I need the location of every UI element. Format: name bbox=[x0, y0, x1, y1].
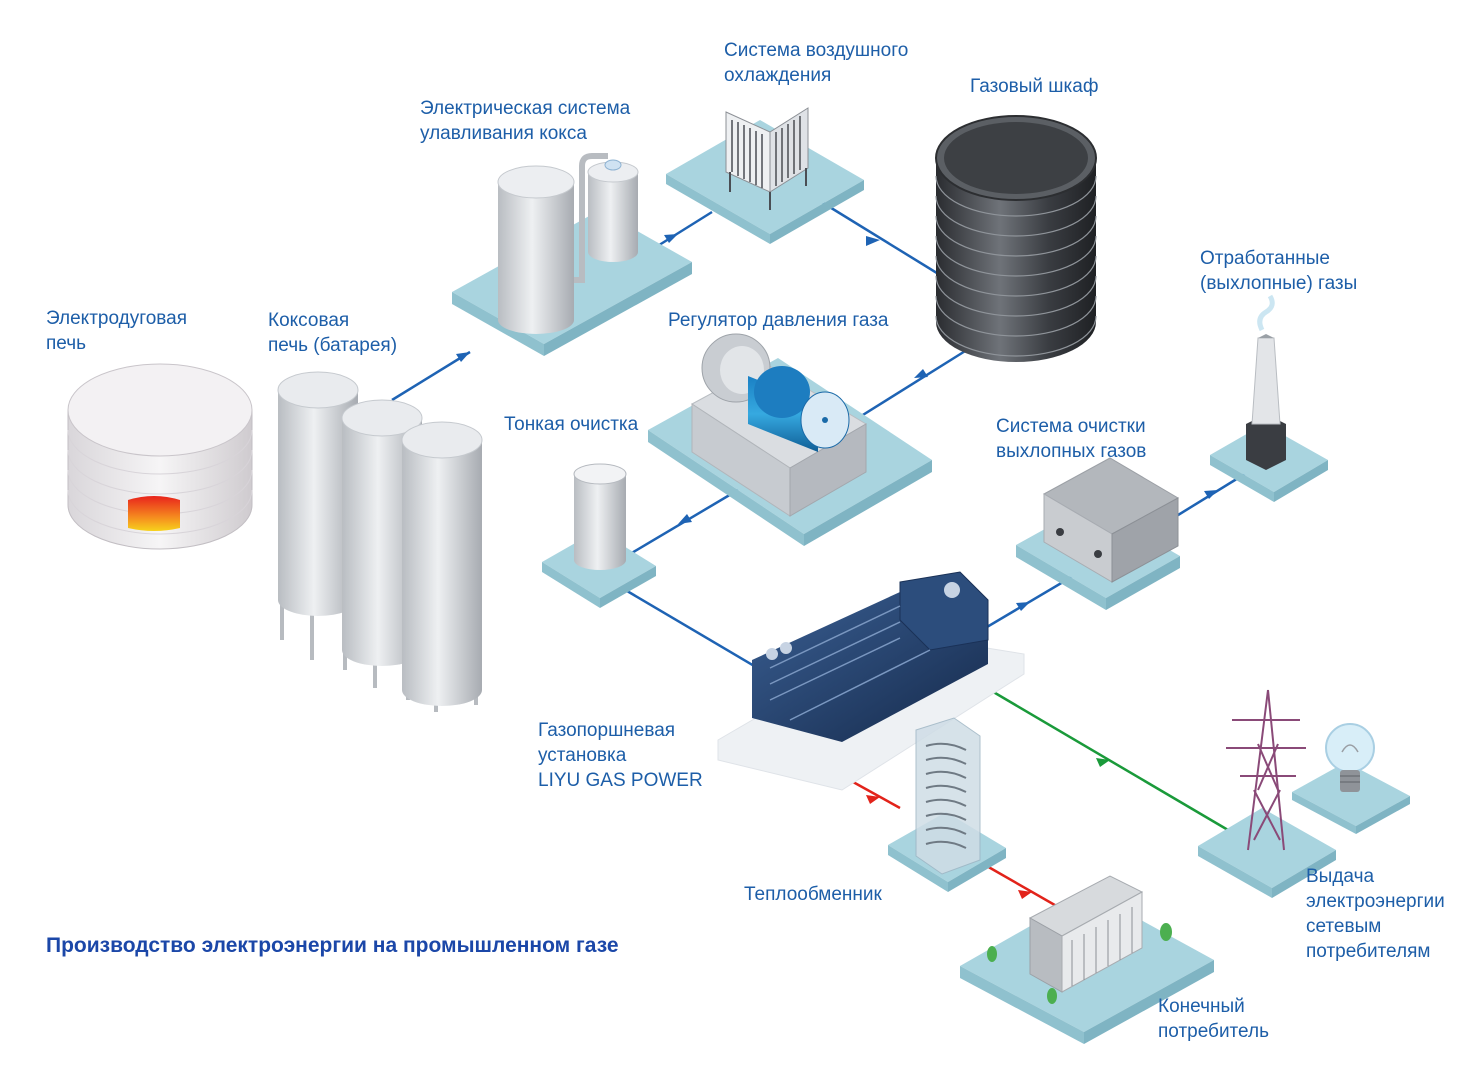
label-air-cooling: Система воздушного охлаждения bbox=[724, 38, 908, 88]
label-line: охлаждения bbox=[724, 65, 832, 86]
label-line: электроэнергии bbox=[1306, 891, 1445, 912]
gas-engine-illustration bbox=[752, 571, 989, 742]
label-gas-engine: Газопоршневая установка LIYU GAS POWER bbox=[538, 718, 703, 793]
label-line: выхлопных газов bbox=[996, 441, 1147, 462]
label-line: Конечный bbox=[1158, 996, 1245, 1017]
label-line: Тонкая очистка bbox=[504, 414, 639, 435]
platform-power-tower bbox=[1198, 808, 1336, 898]
label-coke-oven: Коксовая печь (батарея) bbox=[268, 308, 397, 358]
label-line: Система воздушного bbox=[724, 40, 909, 61]
label-line: улавливания кокса bbox=[420, 123, 587, 144]
gas-flow-arrows bbox=[456, 234, 1218, 611]
label-line: установка bbox=[538, 745, 627, 766]
label-line: Газопоршневая bbox=[538, 720, 676, 741]
air-cooling-illustration bbox=[725, 107, 809, 210]
label-arc-furnace: Электродуговая печь bbox=[46, 306, 187, 356]
label-end-consumer: Конечный потребитель bbox=[1158, 994, 1269, 1044]
label-line: печь (батарея) bbox=[268, 335, 398, 356]
label-line: потребитель bbox=[1158, 1021, 1269, 1042]
label-grid-supply: Выдача электроэнергии сетевым потребител… bbox=[1306, 864, 1445, 964]
label-line: Электрическая система bbox=[420, 98, 631, 119]
label-line: Система очистки bbox=[996, 416, 1146, 437]
label-line: Коксовая bbox=[268, 310, 350, 331]
label-coke-capture: Электрическая система улавливания кокса bbox=[420, 96, 630, 146]
pressure-regulator-illustration bbox=[691, 333, 867, 517]
heat-exchanger-illustration bbox=[915, 717, 981, 875]
label-line: (выхлопные) газы bbox=[1200, 273, 1358, 294]
label-line: Теплообменник bbox=[744, 884, 882, 905]
label-line: потребителям bbox=[1306, 941, 1431, 962]
chimney-illustration bbox=[1246, 294, 1286, 470]
power-tower-illustration bbox=[1226, 689, 1306, 851]
gas-cabinet-illustration bbox=[935, 115, 1097, 362]
label-pressure-regulator: Регулятор давления газа bbox=[668, 308, 888, 333]
label-line: Электродуговая bbox=[46, 308, 188, 329]
exhaust-cleaning-illustration bbox=[1042, 457, 1180, 583]
power-flow bbox=[989, 688, 1229, 832]
fine-cleaning-illustration bbox=[573, 463, 627, 570]
label-gas-cabinet: Газовый шкаф bbox=[970, 74, 1098, 99]
label-line: Регулятор давления газа bbox=[668, 310, 889, 331]
arc-furnace-illustration bbox=[67, 363, 253, 550]
label-exhaust-cleaning: Система очистки выхлопных газов bbox=[996, 414, 1146, 464]
label-line: Отработанные bbox=[1200, 248, 1330, 269]
lamp-illustration bbox=[1325, 723, 1375, 792]
label-line: печь bbox=[46, 333, 87, 354]
flow-lines bbox=[391, 196, 1249, 910]
silo-3 bbox=[401, 421, 483, 712]
diagram-title: Производство электроэнергии на промышлен… bbox=[46, 934, 619, 957]
label-line: Газовый шкаф bbox=[970, 76, 1099, 97]
coke-oven-illustration bbox=[277, 371, 483, 712]
label-exhaust-gases: Отработанные (выхлопные) газы bbox=[1200, 246, 1357, 296]
silo-1 bbox=[277, 371, 359, 660]
end-consumer-illustration bbox=[987, 875, 1172, 1004]
platform-lamp bbox=[1292, 762, 1410, 834]
label-fine-cleaning: Тонкая очистка bbox=[504, 412, 638, 437]
label-line: Выдача bbox=[1306, 866, 1375, 887]
label-heat-exchanger: Теплообменник bbox=[744, 882, 882, 907]
coke-capture-illustration bbox=[497, 153, 639, 334]
label-line: сетевым bbox=[1306, 916, 1382, 937]
label-line: LIYU GAS POWER bbox=[538, 770, 703, 791]
